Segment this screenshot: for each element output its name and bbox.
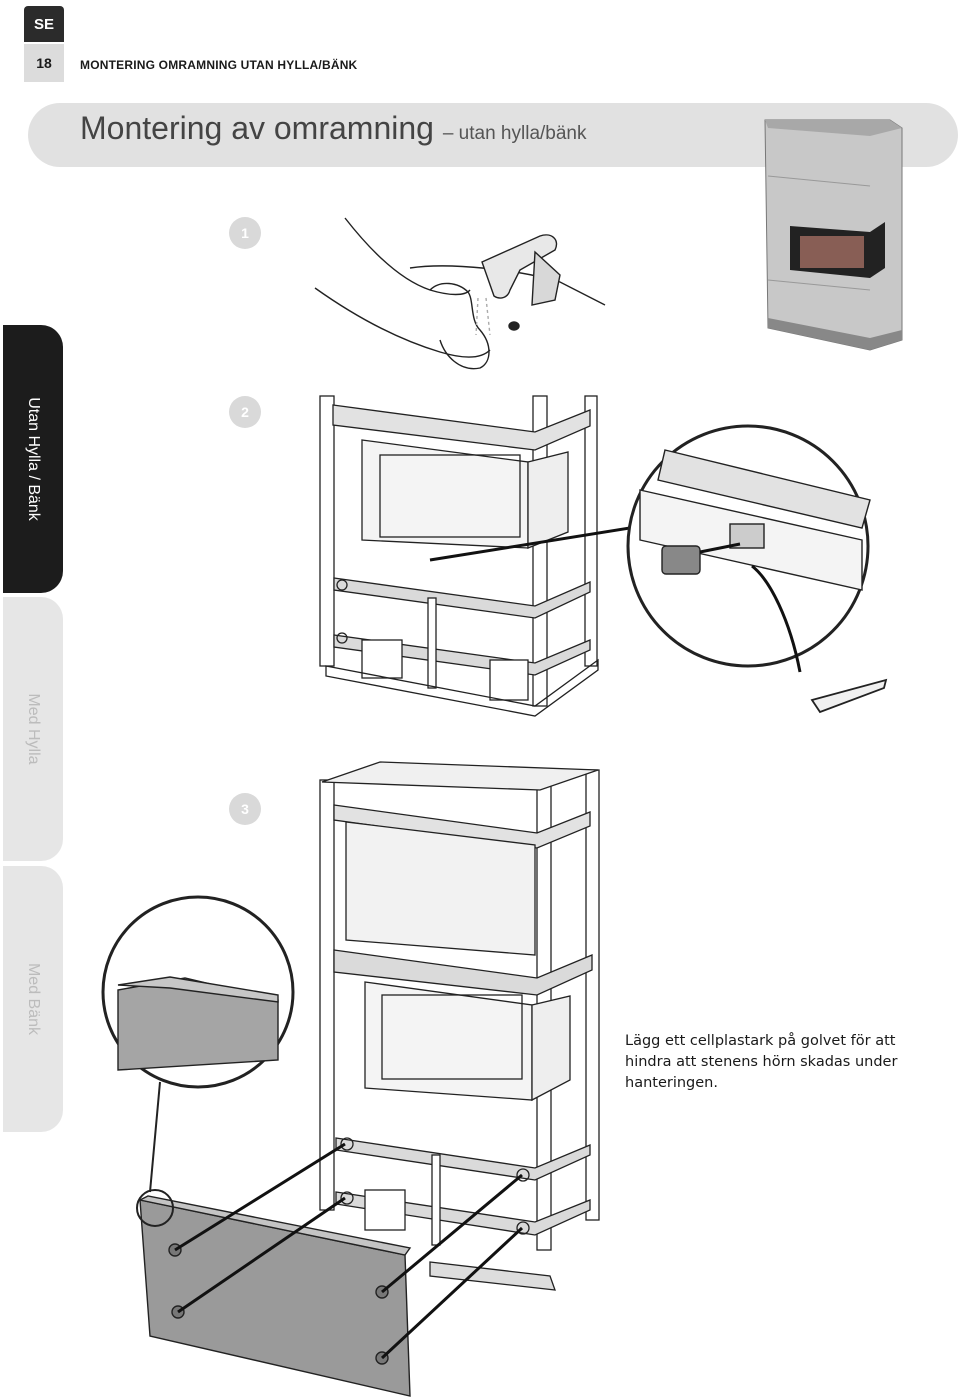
step-1-badge: 1 <box>229 217 261 249</box>
page-title: Montering av omramning – utan hylla/bänk <box>80 110 587 147</box>
page-title-subtitle: – utan hylla/bänk <box>442 123 587 144</box>
tab-med-bank[interactable]: Med Bänk <box>3 866 63 1132</box>
language-badge: SE <box>24 6 64 42</box>
page-number: 18 <box>24 44 64 82</box>
page-title-main: Montering av omramning <box>80 110 434 146</box>
full-frame-illustration <box>319 761 600 1291</box>
hand-washing-illustration <box>314 217 606 370</box>
zoom-detail-latch <box>626 424 888 714</box>
instruction-note: Lägg ett cellplastark på golvet för att … <box>625 1033 898 1091</box>
tab-utan-hylla-bank[interactable]: Utan Hylla / Bänk <box>3 325 63 593</box>
frame-insert-illustration <box>319 395 681 717</box>
step-3-badge: 3 <box>229 793 261 825</box>
step-2-badge: 2 <box>229 396 261 428</box>
stove-product-image <box>764 119 903 351</box>
tab-med-hylla[interactable]: Med Hylla <box>3 597 63 861</box>
stone-panel <box>136 1142 524 1397</box>
zoom-detail-corner <box>101 895 295 1193</box>
section-title: MONTERING OMRAMNING UTAN HYLLA/BÄNK <box>80 58 358 72</box>
